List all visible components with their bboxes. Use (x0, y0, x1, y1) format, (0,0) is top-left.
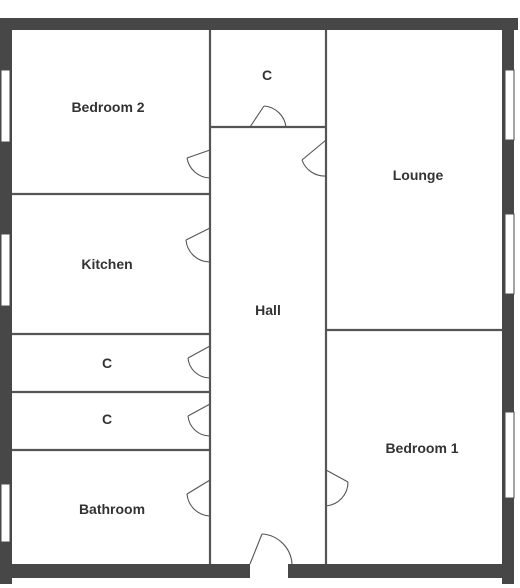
door-kitchen (185, 227, 211, 263)
room-label-lounge: Lounge (393, 167, 444, 183)
room-label-bedroom2: Bedroom 2 (71, 99, 144, 115)
room-labels: Bedroom 2 C Lounge Kitchen Hall C C Bedr… (71, 67, 458, 517)
door-cupboard-mid1 (187, 345, 211, 379)
room-label-cupboard-mid1: C (102, 355, 112, 371)
window-bedroom1 (504, 411, 515, 499)
door-bathroom (186, 479, 211, 517)
door-bedroom2 (186, 149, 211, 179)
room-label-kitchen: Kitchen (81, 256, 132, 272)
window-lounge-lower (504, 213, 515, 295)
window-bedroom2 (0, 69, 11, 143)
room-label-bathroom: Bathroom (79, 501, 145, 517)
outer-wall-top (0, 18, 518, 30)
room-label-hall: Hall (255, 302, 281, 318)
room-label-cupboard-top: C (262, 67, 272, 83)
door-lounge (301, 139, 327, 177)
window-bathroom (0, 483, 11, 543)
door-cupboard-mid2 (187, 403, 211, 437)
window-kitchen (0, 233, 11, 307)
interior-walls (12, 30, 502, 564)
door-cupboard-top (249, 105, 287, 128)
doors (185, 105, 349, 579)
window-lounge-upper (504, 69, 515, 141)
door-entrance (249, 533, 293, 565)
room-label-bedroom1: Bedroom 1 (385, 440, 458, 456)
windows (0, 69, 515, 543)
entrance-gap (250, 563, 288, 579)
room-label-cupboard-mid2: C (102, 411, 112, 427)
door-bedroom1 (325, 469, 349, 507)
